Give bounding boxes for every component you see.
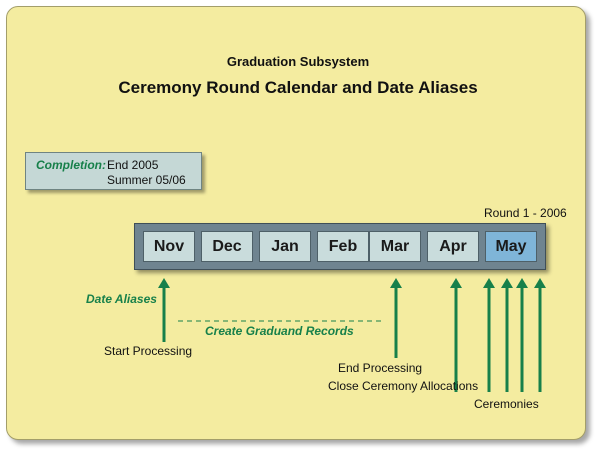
ceremonies-label: Ceremonies [474,397,539,411]
arrowhead-ceremony-2 [501,278,513,288]
month-apr: Apr [427,231,479,262]
round-label: Round 1 - 2006 [484,206,567,220]
completion-label: Completion: [36,158,106,172]
diagram-subtitle: Graduation Subsystem [226,54,370,69]
month-nov: Nov [143,231,195,262]
arrowhead-ceremony-3 [516,278,528,288]
diagram-title: Ceremony Round Calendar and Date Aliases [118,78,478,97]
arrowhead-close-ceremony-allocations [450,278,462,288]
end-processing-label: End Processing [338,361,423,375]
month-strip: Nov Dec Jan Feb Mar Apr May [134,223,546,270]
month-dec: Dec [201,231,253,262]
create-graduand-records-label: Create Graduand Records [205,324,354,338]
month-jan: Jan [259,231,311,262]
completion-box: Completion: End 2005 Summer 05/06 [25,152,202,190]
month-mar: Mar [369,231,421,262]
completion-line-2: Summer 05/06 [107,173,186,187]
start-processing-label: Start Processing [104,344,193,358]
close-ceremony-allocations-label: Close Ceremony Allocations [328,379,479,393]
arrowhead-ceremony-4 [534,278,546,288]
arrowhead-start-processing [158,278,170,288]
arrowhead-end-processing [390,278,402,288]
arrowhead-ceremony-1 [483,278,495,288]
month-feb: Feb [317,231,369,262]
month-may: May [485,231,537,262]
date-aliases-label: Date Aliases [86,292,157,306]
completion-line-1: End 2005 [107,158,159,172]
